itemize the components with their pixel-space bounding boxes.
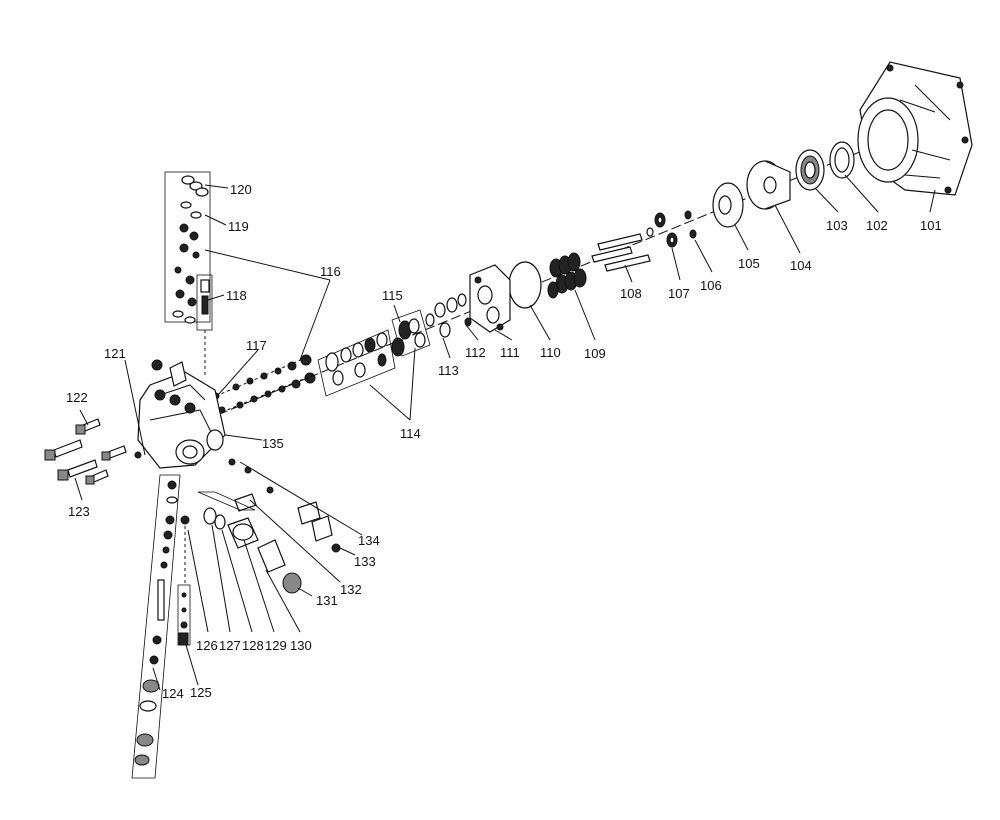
part-106-107-rings (646, 210, 697, 248)
part-104-flange (746, 160, 791, 210)
callout-121: 121 (104, 346, 126, 361)
callout-106: 106 (700, 278, 722, 293)
callout-117: 117 (246, 338, 267, 353)
callout-109: 109 (584, 346, 606, 361)
callout-107: 107 (668, 286, 690, 301)
part-101-housing (857, 61, 973, 196)
callout-132: 132 (340, 582, 362, 597)
callout-116: 116 (320, 264, 341, 279)
callout-101: 101 (920, 218, 942, 233)
part-111-head-plate (469, 264, 511, 333)
callout-126: 126 (196, 638, 218, 653)
leader-lines (74, 174, 936, 691)
part-127-134-unloader (197, 458, 341, 594)
callout-114: 114 (400, 426, 421, 441)
callout-120: 120 (230, 182, 252, 197)
part-125-stack (177, 584, 191, 646)
callout-129: 129 (265, 638, 287, 653)
part-112-113-washers (425, 293, 472, 338)
callout-113: 113 (438, 363, 459, 378)
part-115-seal-stack (391, 309, 431, 357)
part-103-seal (795, 149, 825, 191)
part-124-lower-column (131, 474, 181, 779)
part-116-117-valves (212, 354, 317, 414)
callout-135: 135 (262, 436, 284, 451)
callout-133: 133 (354, 554, 376, 569)
part-110-o-ring (508, 261, 542, 309)
callout-103: 103 (826, 218, 848, 233)
callout-119: 119 (228, 219, 249, 234)
callout-110: 110 (540, 345, 561, 360)
part-109-springs (547, 252, 587, 299)
part-135-manifold (137, 361, 226, 469)
callout-115: 115 (382, 288, 403, 303)
part-122-123-bolts (44, 418, 142, 485)
part-126-rod (180, 515, 190, 585)
callout-108: 108 (620, 286, 642, 301)
callout-125: 125 (190, 685, 212, 700)
part-105-disc (712, 182, 744, 228)
callout-118: 118 (226, 288, 247, 303)
part-118-cartridge (196, 274, 213, 378)
callout-112: 112 (465, 345, 486, 360)
part-102-ring (829, 141, 855, 179)
callout-104: 104 (790, 258, 812, 273)
callout-123: 123 (68, 504, 90, 519)
callout-111: 111 (500, 345, 520, 360)
part-121-plug (151, 359, 163, 371)
callout-102: 102 (866, 218, 888, 233)
callout-124: 124 (162, 686, 184, 701)
callout-128: 128 (242, 638, 264, 653)
callout-134: 134 (358, 533, 380, 548)
part-108-plungers (591, 233, 651, 272)
callout-127: 127 (219, 638, 241, 653)
callout-130: 130 (290, 638, 312, 653)
part-114-seal-kit (317, 329, 396, 397)
callout-105: 105 (738, 256, 760, 271)
callout-131: 131 (316, 593, 338, 608)
callout-122: 122 (66, 390, 88, 405)
part-119-120-valve-column (164, 171, 211, 324)
